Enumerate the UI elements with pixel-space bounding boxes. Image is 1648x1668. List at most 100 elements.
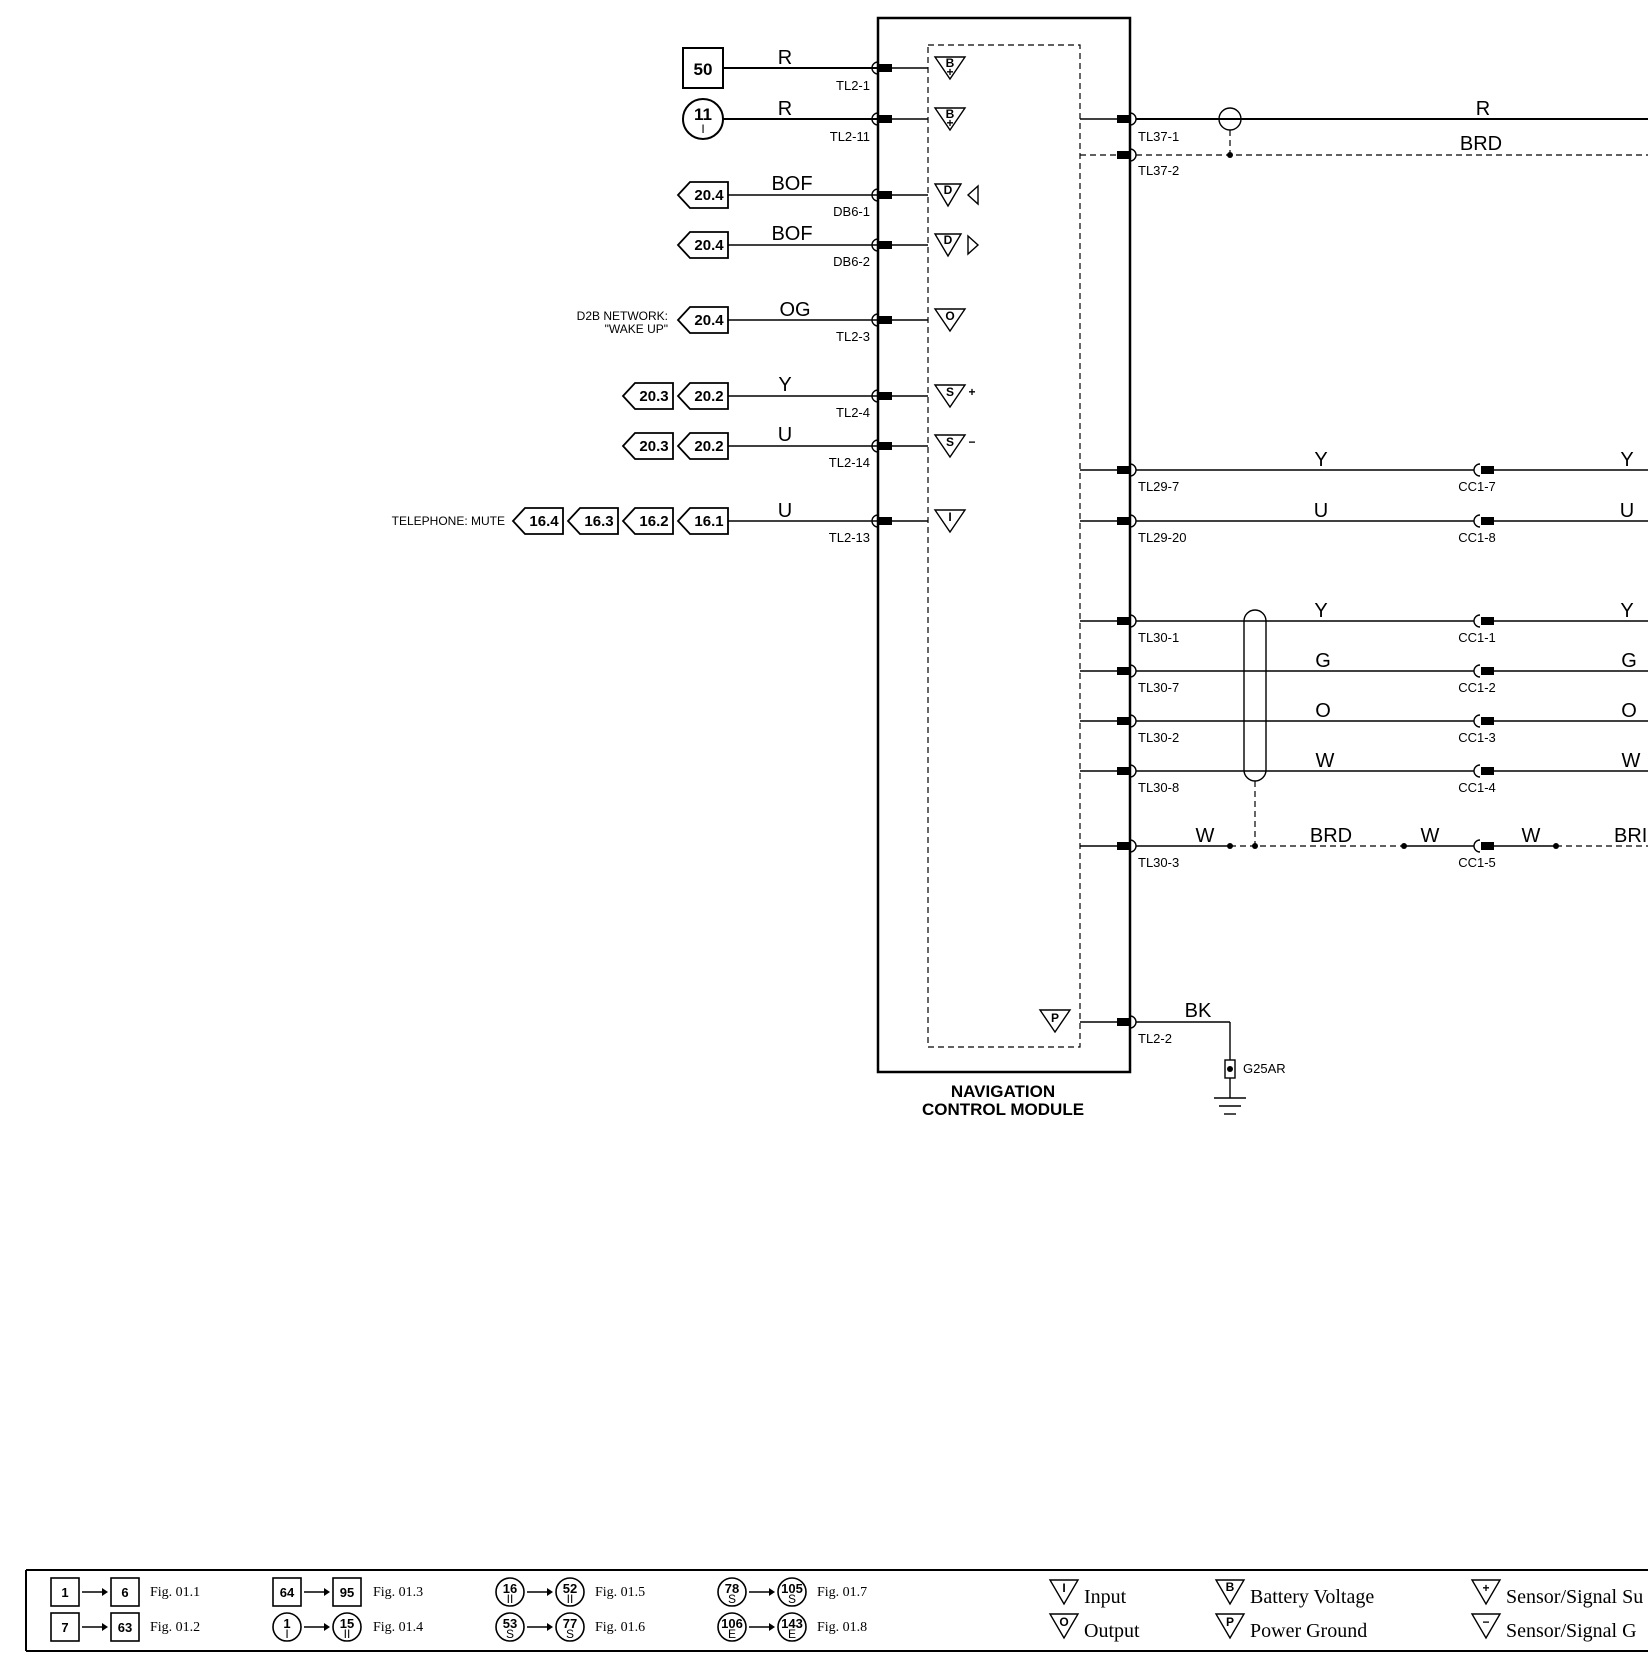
wire-tl29-20: U U TL29-20 CC1-8 bbox=[1080, 500, 1648, 545]
svg-text:O: O bbox=[945, 309, 954, 323]
svg-text:TL2-2: TL2-2 bbox=[1138, 1031, 1172, 1046]
sensor-signal-icon bbox=[933, 384, 967, 409]
sensor-signal-icon bbox=[933, 434, 967, 459]
svg-text:CC1-4: CC1-4 bbox=[1458, 780, 1496, 795]
svg-text:TL30-3: TL30-3 bbox=[1138, 855, 1179, 870]
svg-text:95: 95 bbox=[340, 1585, 354, 1600]
svg-text:TL2-13: TL2-13 bbox=[829, 530, 870, 545]
legend-fig-01-2: 7 63 Fig. 01.2 bbox=[50, 1612, 200, 1642]
svg-text:P: P bbox=[1051, 1011, 1059, 1025]
svg-text:I: I bbox=[948, 510, 951, 524]
svg-text:TL30-7: TL30-7 bbox=[1138, 680, 1179, 695]
svg-text:B: B bbox=[946, 56, 955, 70]
svg-text:Battery Voltage: Battery Voltage bbox=[1250, 1586, 1374, 1608]
svg-text:U: U bbox=[778, 500, 792, 522]
svg-text:1: 1 bbox=[61, 1585, 68, 1600]
cable-shield bbox=[1243, 609, 1267, 782]
svg-text:16: 16 bbox=[503, 1581, 517, 1596]
svg-text:CC1-2: CC1-2 bbox=[1458, 680, 1496, 695]
legend-sensor-ground: − Sensor/Signal G bbox=[1470, 1613, 1637, 1642]
svg-text:20.4: 20.4 bbox=[694, 187, 724, 204]
wire-tl2-3: D2B NETWORK: "WAKE UP" 20.4 OG TL2-3 O bbox=[577, 299, 967, 344]
svg-text:BRD: BRD bbox=[1460, 133, 1502, 155]
legend-fig-01-8: 106 E 143 E Fig. 01.8 bbox=[717, 1612, 867, 1642]
svg-text:Y: Y bbox=[1620, 600, 1633, 622]
svg-text:Sensor/Signal G: Sensor/Signal G bbox=[1506, 1620, 1637, 1642]
svg-text:BRI: BRI bbox=[1614, 825, 1647, 847]
svg-text:Input: Input bbox=[1084, 1586, 1127, 1608]
svg-text:20.3: 20.3 bbox=[639, 438, 668, 455]
svg-text:63: 63 bbox=[118, 1620, 132, 1635]
power-ground-icon bbox=[1214, 1613, 1246, 1640]
svg-text:77: 77 bbox=[563, 1616, 577, 1631]
sensor-supply-icon bbox=[1470, 1579, 1502, 1606]
svg-text:105: 105 bbox=[781, 1581, 803, 1596]
svg-text:S: S bbox=[946, 435, 954, 449]
svg-text:II: II bbox=[507, 1592, 514, 1606]
svg-text:W: W bbox=[1421, 825, 1440, 847]
svg-text:U: U bbox=[1314, 500, 1328, 522]
svg-text:16.1: 16.1 bbox=[694, 513, 723, 530]
svg-text:53: 53 bbox=[503, 1616, 517, 1631]
svg-text:16.3: 16.3 bbox=[584, 513, 613, 530]
svg-text:I: I bbox=[285, 1627, 288, 1641]
module-title-line1: NAVIGATION bbox=[951, 1082, 1055, 1101]
legend-fig-01-6: 53 S 77 S Fig. 01.6 bbox=[495, 1612, 645, 1642]
module-inner-dashed bbox=[927, 44, 1081, 1048]
svg-text:+: + bbox=[946, 65, 953, 79]
svg-text:E: E bbox=[728, 1627, 736, 1641]
svg-text:B: B bbox=[1226, 1580, 1235, 1594]
wire-tl2-13: TELEPHONE: MUTE 16.4 16.3 16.2 16.1 U TL… bbox=[392, 500, 967, 545]
data-bus-icon bbox=[933, 233, 963, 258]
svg-text:D: D bbox=[944, 183, 953, 197]
input-icon bbox=[1048, 1579, 1080, 1606]
module-title-line2: CONTROL MODULE bbox=[922, 1100, 1084, 1119]
svg-text:OG: OG bbox=[779, 299, 810, 321]
svg-text:64: 64 bbox=[280, 1585, 295, 1600]
legend-fig-01-3: 64 95 Fig. 01.3 bbox=[272, 1577, 423, 1607]
svg-text:BRD: BRD bbox=[1310, 825, 1352, 847]
ref-arrow-16-2 bbox=[621, 507, 674, 535]
svg-text:Fig. 01.3: Fig. 01.3 bbox=[373, 1585, 423, 1600]
wire-tl30-7: G G TL30-7 CC1-2 bbox=[1080, 650, 1648, 695]
ref-arrow-16-3 bbox=[566, 507, 619, 535]
wire-tl2-11: 11 I R TL2-11 B + bbox=[682, 98, 967, 144]
svg-text:TL37-1: TL37-1 bbox=[1138, 129, 1179, 144]
wire-tl30-8: W W TL30-8 CC1-4 bbox=[1080, 750, 1648, 795]
ref-arrow-20-3 bbox=[621, 432, 674, 460]
svg-text:Y: Y bbox=[1620, 449, 1633, 471]
svg-text:R: R bbox=[1476, 98, 1490, 120]
svg-text:B: B bbox=[946, 107, 955, 121]
wire-tl30-1: Y Y TL30-1 CC1-1 bbox=[1080, 600, 1648, 645]
svg-text:106: 106 bbox=[721, 1616, 743, 1631]
wire-tl2-4: 20.3 20.2 Y TL2-4 S + bbox=[621, 374, 976, 420]
svg-text:W: W bbox=[1316, 750, 1335, 772]
legend-fig-01-7: 78 S 105 S Fig. 01.7 bbox=[717, 1577, 867, 1607]
svg-text:CC1-1: CC1-1 bbox=[1458, 630, 1496, 645]
svg-text:Fig. 01.7: Fig. 01.7 bbox=[817, 1585, 867, 1600]
svg-text:"WAKE UP": "WAKE UP" bbox=[605, 322, 668, 336]
svg-text:Power Ground: Power Ground bbox=[1250, 1620, 1367, 1642]
wire-tl30-2: O O TL30-2 CC1-3 bbox=[1080, 700, 1648, 745]
svg-text:+: + bbox=[1482, 1581, 1489, 1595]
svg-text:Y: Y bbox=[778, 374, 791, 396]
svg-text:143: 143 bbox=[781, 1616, 803, 1631]
legend-fig-01-1: 1 6 Fig. 01.1 bbox=[50, 1577, 200, 1607]
pin-label: TL2-1 bbox=[836, 78, 870, 93]
legend-output: O Output bbox=[1048, 1613, 1140, 1642]
svg-text:20.2: 20.2 bbox=[694, 388, 723, 405]
svg-text:S: S bbox=[728, 1592, 736, 1606]
wire-db6-1: 20.4 BOF DB6-1 D bbox=[676, 173, 979, 219]
svg-text:II: II bbox=[344, 1627, 351, 1641]
svg-text:W: W bbox=[1622, 750, 1641, 772]
svg-text:TL30-1: TL30-1 bbox=[1138, 630, 1179, 645]
svg-text:TL2-3: TL2-3 bbox=[836, 329, 870, 344]
telephone-note: TELEPHONE: MUTE bbox=[392, 514, 505, 528]
svg-text:TL29-7: TL29-7 bbox=[1138, 479, 1179, 494]
legend-sensor-supply: + Sensor/Signal Su bbox=[1470, 1579, 1643, 1608]
svg-text:16.2: 16.2 bbox=[639, 513, 668, 530]
output-icon bbox=[1048, 1613, 1080, 1640]
svg-text:7: 7 bbox=[61, 1620, 68, 1635]
svg-text:G25AR: G25AR bbox=[1243, 1061, 1286, 1076]
svg-text:S: S bbox=[506, 1627, 514, 1641]
